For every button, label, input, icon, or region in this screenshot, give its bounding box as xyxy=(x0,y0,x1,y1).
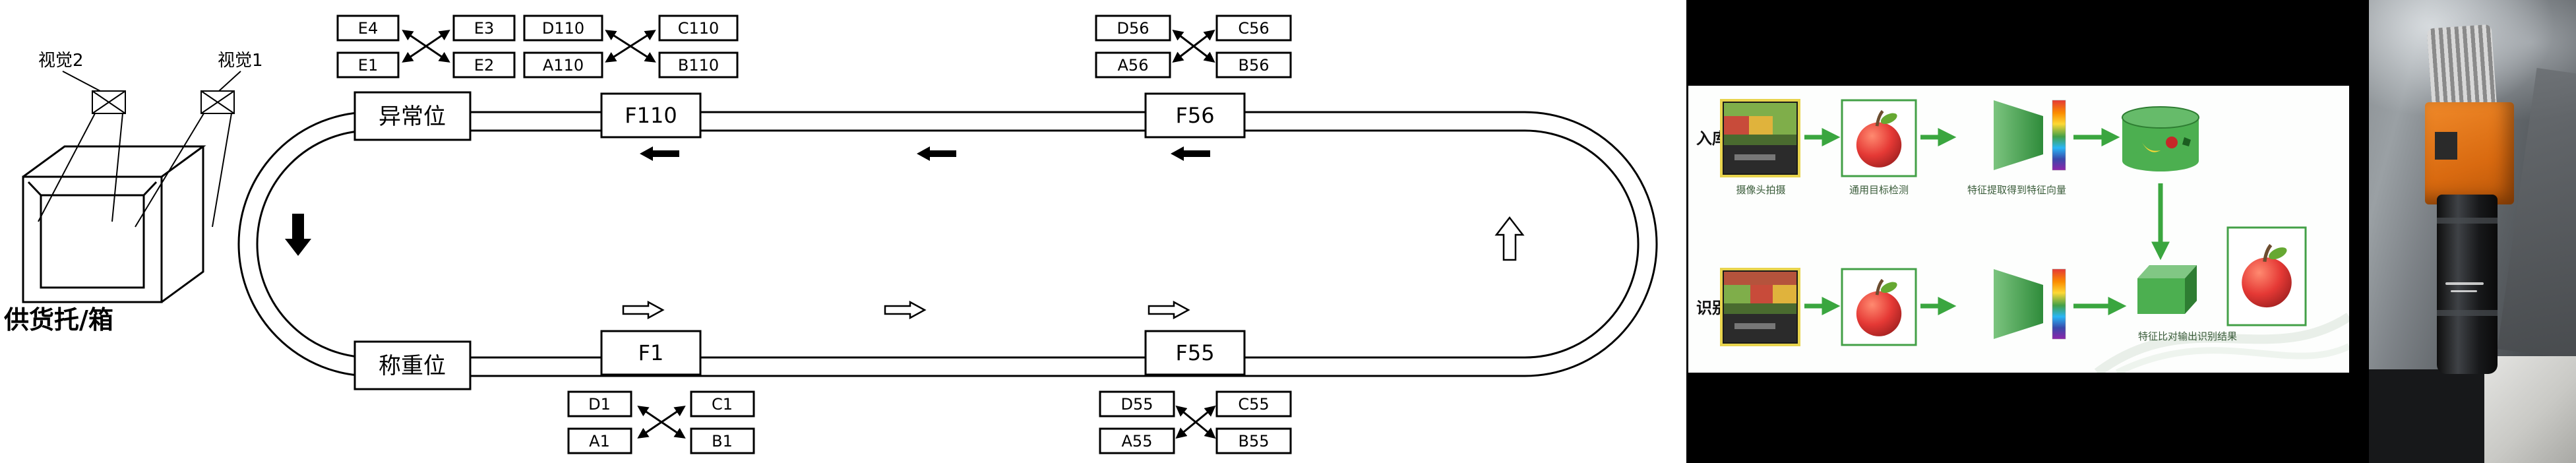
svg-text:D110: D110 xyxy=(542,19,584,38)
lens-ring xyxy=(2437,310,2498,316)
svg-text:C56: C56 xyxy=(1238,19,1269,38)
camera-mount-knurl xyxy=(2426,24,2498,115)
caption-extract: 特征提取得到特征向量 xyxy=(1967,184,2066,196)
transfer-cross-arrows xyxy=(402,30,450,63)
up-arrow xyxy=(1494,216,1525,261)
transfer-cross-arrows xyxy=(605,30,656,63)
feature-vector-bar-top xyxy=(2052,100,2066,171)
cluster-56: D56 C56 A56 B56 xyxy=(1095,15,1292,78)
svg-text:E3: E3 xyxy=(474,19,494,38)
lens-ring xyxy=(2437,218,2498,224)
camera-capture-photo-top xyxy=(1720,99,1800,177)
detected-apple-bottom xyxy=(1841,268,1917,346)
dark-base xyxy=(2369,369,2484,463)
station-f55: F55 xyxy=(1144,330,1246,376)
svg-text:D56: D56 xyxy=(1117,19,1149,38)
encoder-trapezoid-top xyxy=(1994,100,2043,170)
svg-text:B56: B56 xyxy=(1238,56,1269,75)
lens-marking xyxy=(2451,290,2477,292)
recognition-flow-diagram: 入库 识别 摄像头拍摄 通用目标检测 xyxy=(1688,86,2349,373)
recognition-result-box xyxy=(2226,226,2307,326)
industrial-camera-photo xyxy=(2369,0,2576,463)
station-weigh: 称重位 xyxy=(353,340,472,390)
svg-text:A110: A110 xyxy=(543,56,584,75)
svg-text:D1: D1 xyxy=(588,395,611,414)
svg-text:F110: F110 xyxy=(625,103,677,128)
decorative-curves xyxy=(2094,313,2349,373)
supply-box-label: 供货托/箱 xyxy=(4,305,113,334)
svg-text:视觉1: 视觉1 xyxy=(218,51,263,71)
svg-text:B110: B110 xyxy=(678,56,719,75)
svg-text:C55: C55 xyxy=(1238,395,1269,414)
white-sheet xyxy=(2468,356,2576,463)
transfer-cross-arrows xyxy=(1172,29,1215,63)
svg-text:E4: E4 xyxy=(358,19,378,38)
leaf-icon xyxy=(2182,137,2191,146)
comparison-cube xyxy=(2137,265,2197,314)
svg-text:F56: F56 xyxy=(1175,103,1214,128)
station-f110: F110 xyxy=(600,92,702,139)
feature-database-cylinder xyxy=(2122,106,2199,171)
banana-icon xyxy=(2142,142,2161,152)
vision-1-label: 视觉1 xyxy=(218,51,263,92)
caption-compare: 特征比对输出识别结果 xyxy=(2138,330,2237,342)
detected-apple-top xyxy=(1841,99,1917,177)
cluster-e: E4 E3 E1 E2 xyxy=(336,15,516,78)
down-arrow xyxy=(285,214,311,256)
station-abnormal: 异常位 xyxy=(353,91,472,141)
vision-2-label: 视觉2 xyxy=(38,51,101,92)
transfer-cross-arrows xyxy=(637,406,686,439)
conveyor-loop-diagram: 视觉2 视觉1 xyxy=(0,0,1686,463)
cluster-1: D1 C1 A1 B1 xyxy=(567,390,755,454)
svg-text:称重位: 称重位 xyxy=(379,353,446,379)
station-f1: F1 xyxy=(600,330,702,376)
svg-text:F1: F1 xyxy=(638,340,664,365)
svg-text:B55: B55 xyxy=(1238,432,1269,450)
transfer-cross-arrows xyxy=(1175,405,1216,439)
station-f56: F56 xyxy=(1144,92,1246,139)
svg-text:异常位: 异常位 xyxy=(379,104,446,130)
svg-text:C1: C1 xyxy=(712,395,733,414)
svg-text:C110: C110 xyxy=(678,19,720,38)
bottom-right-arrows xyxy=(622,300,1190,320)
top-left-arrows xyxy=(640,146,1210,161)
svg-text:视觉2: 视觉2 xyxy=(38,51,84,71)
svg-text:B1: B1 xyxy=(712,432,733,450)
camera-connector xyxy=(2435,132,2457,160)
cluster-55: D55 C55 A55 B55 xyxy=(1099,390,1292,454)
supply-box-drawing xyxy=(22,145,206,303)
caption-camera: 摄像头拍摄 xyxy=(1736,184,1785,196)
svg-text:E2: E2 xyxy=(474,56,494,75)
svg-text:A56: A56 xyxy=(1118,56,1149,75)
svg-text:F55: F55 xyxy=(1175,340,1214,365)
svg-text:D55: D55 xyxy=(1120,395,1153,414)
camera-2-icon xyxy=(38,90,126,222)
encoder-trapezoid-bottom xyxy=(1994,269,2043,339)
cluster-110: D110 C110 A110 B110 xyxy=(523,15,739,78)
conveyor-track xyxy=(237,111,1658,377)
apple-icon xyxy=(2166,137,2178,148)
svg-text:A1: A1 xyxy=(589,432,610,450)
lens-marking xyxy=(2445,282,2484,285)
svg-text:E1: E1 xyxy=(358,56,378,75)
caption-detect: 通用目标检测 xyxy=(1849,184,1909,196)
svg-text:A55: A55 xyxy=(1122,432,1153,450)
camera-capture-photo-bottom xyxy=(1720,268,1800,346)
feature-vector-bar-bottom xyxy=(2052,268,2066,340)
